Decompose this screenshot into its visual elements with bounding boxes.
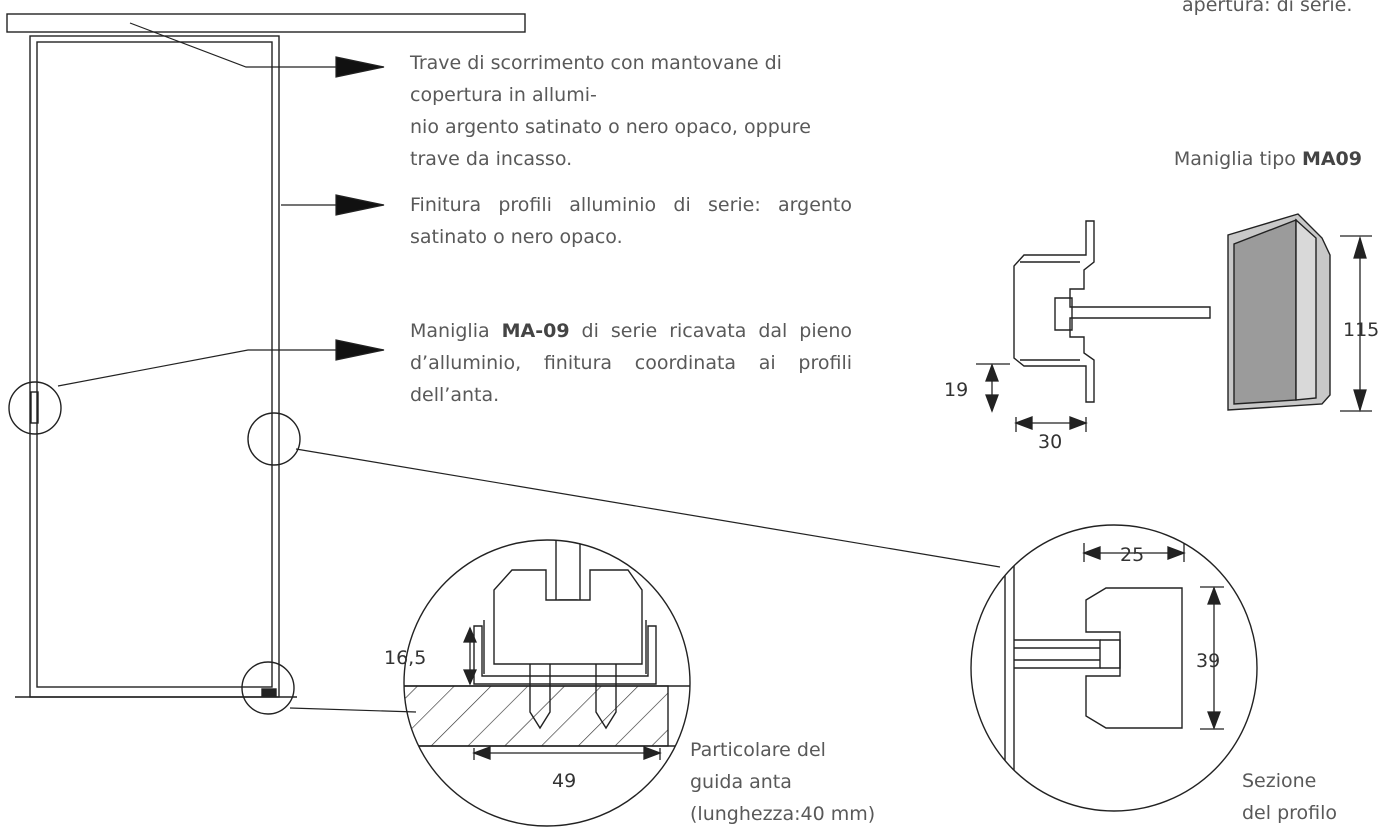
guide-caption-line3: (lunghezza:40 mm) <box>690 803 876 825</box>
handle-detail-circle <box>8 381 62 435</box>
dim-handle-height: 115 <box>1343 319 1379 341</box>
guide-detail-circle <box>241 661 295 715</box>
handle-description: Maniglia MA-09 di serie ricavata dal pie… <box>410 315 852 411</box>
profile-section-content <box>1004 525 1183 811</box>
handle-section-drawing <box>1013 220 1211 403</box>
handle-3d-view <box>1227 213 1331 411</box>
profile-detail-circle <box>247 412 301 466</box>
section-caption-line2: del profilo <box>1242 802 1338 824</box>
top-right-text: apertura: di serie. <box>1182 0 1353 16</box>
door-guide-block <box>261 688 277 697</box>
handle-type-code: MA09 <box>1301 148 1362 170</box>
leader-lines <box>57 22 1001 713</box>
section-caption: Sezione del profilo <box>1242 765 1372 829</box>
dim-profile-width: 25 <box>1120 544 1144 566</box>
door-handle <box>30 391 39 424</box>
handle-type-prefix: Maniglia tipo <box>1173 148 1302 170</box>
handle-type-label: Maniglia tipo MA09 <box>1150 143 1362 175</box>
dim-guide-height: 16,5 <box>384 647 426 669</box>
guide-dimension-lines <box>463 626 662 760</box>
door-frame-inner <box>36 41 273 688</box>
dim-guide-width: 49 <box>552 770 576 792</box>
handle-desc-prefix: Maniglia <box>410 320 502 342</box>
dim-profile-height: 39 <box>1196 650 1220 672</box>
finish-description: Finitura profili alluminio di serie: arg… <box>410 194 852 248</box>
handle-desc-code: MA-09 <box>501 320 570 342</box>
dim-handle-width: 30 <box>1038 431 1062 453</box>
section-caption-line1: Sezione <box>1242 770 1317 792</box>
dim-handle-depth: 19 <box>944 379 968 401</box>
guide-caption: Particolare del guida anta (lunghezza:40… <box>690 734 890 830</box>
rail-description: Trave di scorrimento con mantovane di co… <box>410 52 811 170</box>
guide-detail-magnified <box>403 539 691 827</box>
handle-dimension-lines <box>976 235 1372 432</box>
profile-dimension-lines <box>1082 543 1224 730</box>
guide-caption-line2: guida anta <box>690 771 792 793</box>
profile-section-magnified <box>970 524 1258 812</box>
handle-desc-suffix: di serie ricavata dal pieno d’alluminio,… <box>410 320 852 406</box>
guide-detail-content <box>404 540 690 747</box>
door-frame-outer <box>29 35 280 698</box>
sliding-rail <box>6 13 526 33</box>
guide-caption-line1: Particolare del <box>690 739 826 761</box>
